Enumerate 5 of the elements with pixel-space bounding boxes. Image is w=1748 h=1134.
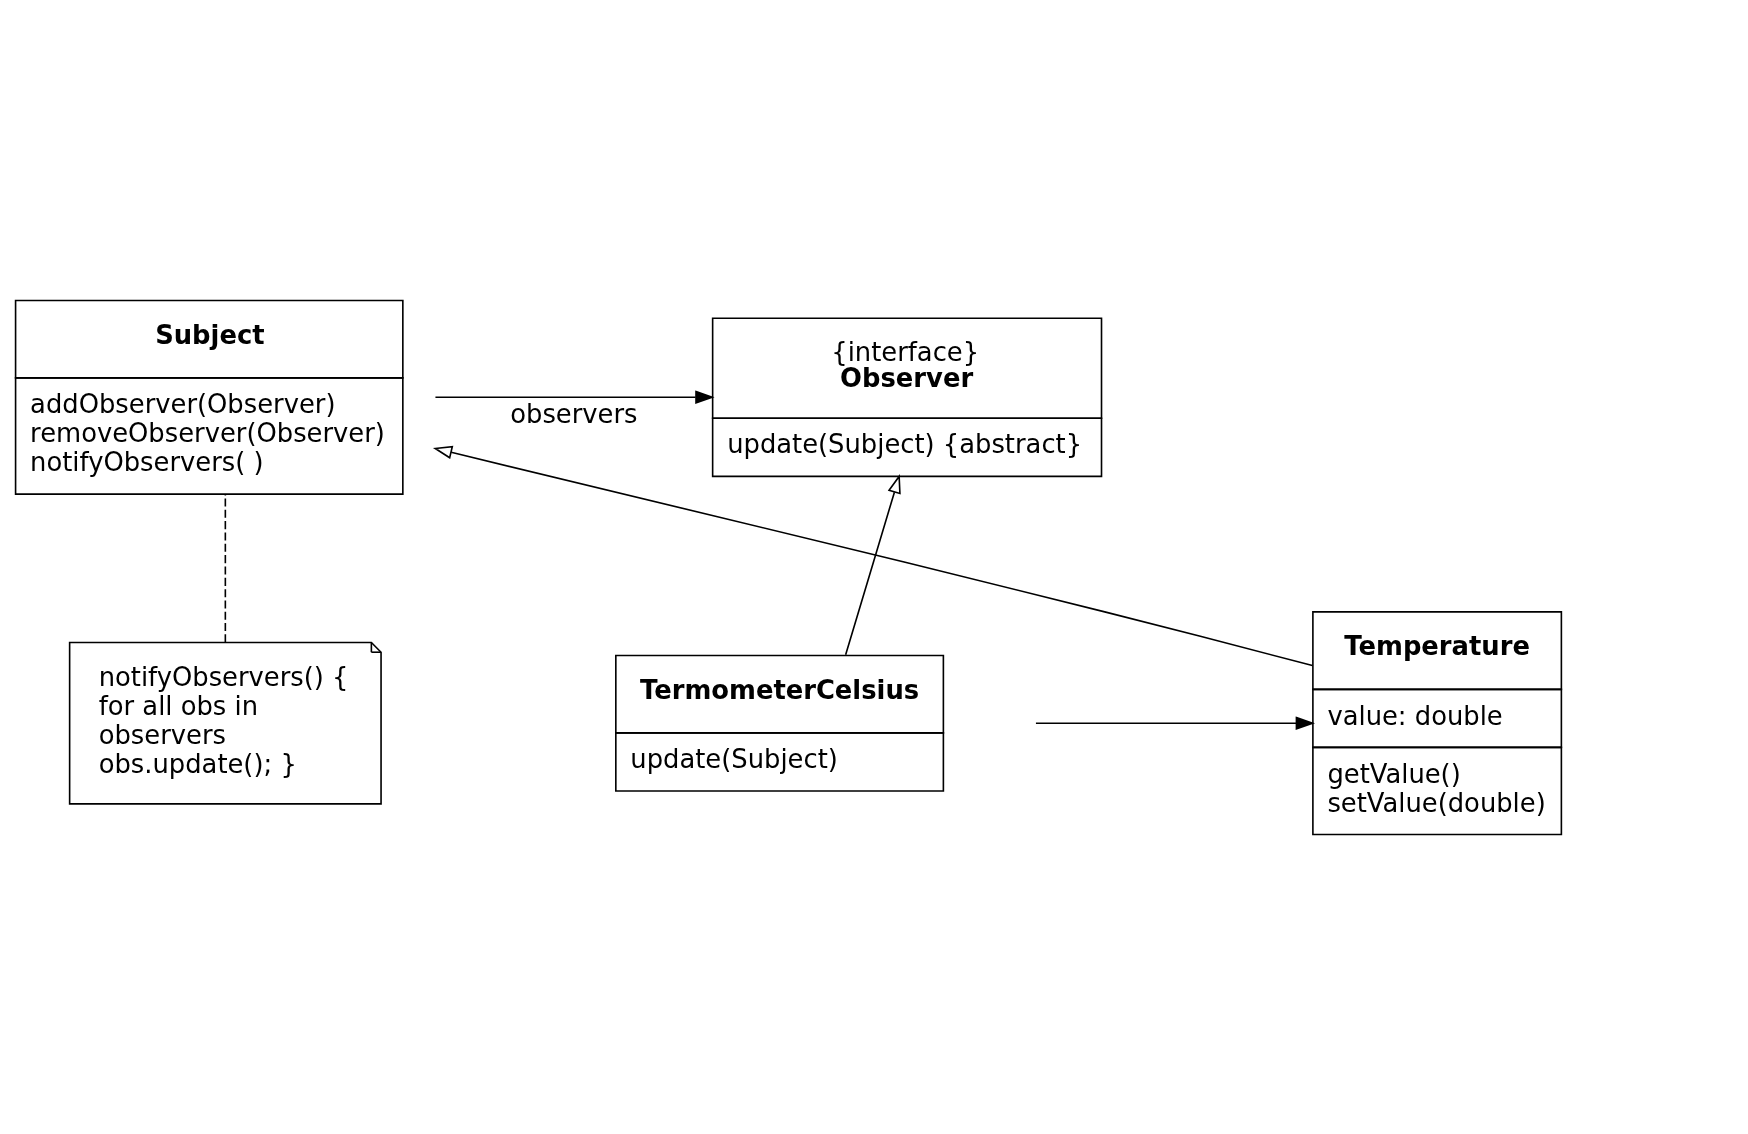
arrow [844,473,901,656]
arrow [434,390,715,404]
arrow [1035,715,1315,730]
arrow [432,445,1314,666]
edge-label: observers [510,398,638,429]
